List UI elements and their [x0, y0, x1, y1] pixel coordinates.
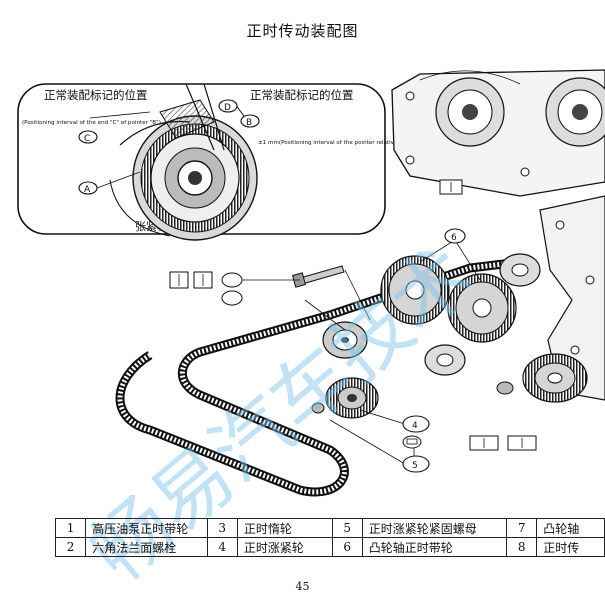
svg-text:D: D [224, 103, 231, 113]
inset-callout-d: D [218, 99, 238, 113]
svg-text:4: 4 [412, 421, 418, 431]
camshaft-pulley-left [380, 255, 450, 325]
water-pump-pulley [499, 253, 541, 287]
tensioner-pulley [322, 321, 368, 359]
inset-note-right: ±1 mm(Positioning interval of the pointe… [258, 140, 433, 146]
part-name-cell: 正时涨紧轮 [236, 537, 333, 557]
part-name-cell: 正时传 [536, 537, 605, 557]
callout-lower-right-boxes [469, 435, 537, 451]
callout-6: 6 [444, 228, 466, 244]
part-number-cell: 1 [54, 518, 87, 538]
svg-text:A: A [84, 185, 91, 195]
part-name-cell: 凸轮轴正时带轮 [361, 537, 508, 557]
pump-pulley [522, 353, 588, 403]
part-name-cell: 高压油泵正时带轮 [85, 518, 208, 538]
callout-upper-left [169, 271, 300, 306]
part-name-cell: 六角法兰面螺栓 [85, 537, 208, 557]
inset-callout-a: A [78, 171, 141, 195]
svg-text:6: 6 [451, 233, 457, 243]
part-number-cell: 8 [506, 537, 538, 557]
page-title: 正时传动装配图 [246, 22, 359, 40]
inset-callout-c: C [78, 130, 98, 144]
timing-belt [115, 257, 521, 497]
engine-cylinder-head [391, 69, 605, 197]
camshaft-pulley-right [447, 273, 517, 343]
svg-text:5: 5 [412, 461, 418, 471]
callout-top-right-box [439, 179, 463, 195]
leader-lines [304, 239, 481, 465]
hex-flange-bolt [292, 265, 345, 288]
part-number-cell: 5 [331, 518, 363, 538]
inset-note-left: (Positioning interval of the end "C" of … [22, 120, 161, 126]
tensioner-wheel [109, 115, 258, 241]
callout-4: 4 [402, 415, 430, 433]
inset-label-right: 正常装配标记的位置 [250, 88, 354, 102]
svg-text:B: B [246, 118, 252, 128]
page-number: 45 [295, 580, 310, 593]
part-name-cell: 正时惰轮 [236, 518, 333, 538]
inset-callout-b: B [240, 114, 260, 128]
inset-label-left: 正常装配标记的位置 [44, 88, 148, 102]
part-name-cell: 正时涨紧轮紧固螺母 [361, 518, 508, 538]
tensioner-inset: 正常装配标记的位置 正常装配标记的位置 (Positioning interva… [17, 83, 433, 241]
part-number-cell: 2 [54, 537, 87, 557]
idler-pulley [424, 344, 466, 376]
part-number-cell: 4 [206, 537, 238, 557]
svg-text:C: C [84, 134, 90, 144]
callout-5: 5 [402, 455, 430, 473]
crankshaft-pulley [325, 377, 379, 419]
callout-torque [402, 435, 422, 449]
part-number-cell: 3 [206, 518, 238, 538]
small-washer [311, 381, 514, 414]
part-number-cell: 7 [506, 518, 538, 538]
part-number-cell: 6 [331, 537, 363, 557]
part-name-cell: 凸轮轴 [536, 518, 605, 538]
